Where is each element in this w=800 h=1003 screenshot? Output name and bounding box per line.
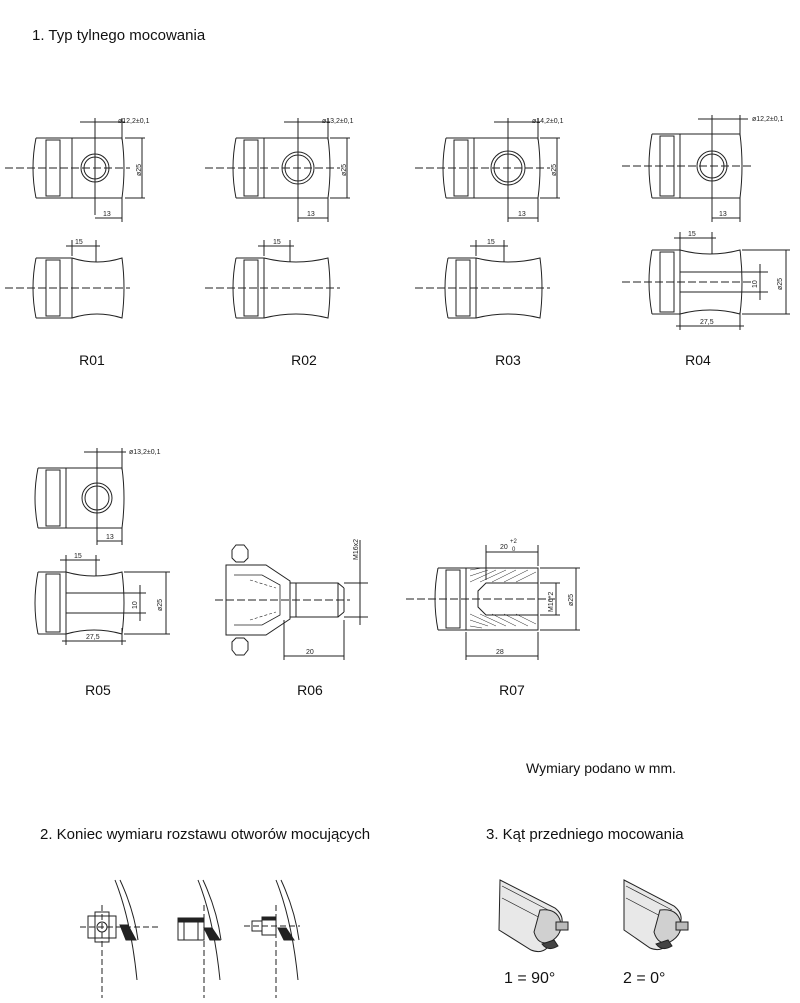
r01-top-view xyxy=(5,118,145,222)
r07-d-dim: ø25 xyxy=(568,594,575,606)
r01-label: R01 xyxy=(79,352,105,368)
r01-a-dim: 13 xyxy=(103,211,111,218)
r03-top-view xyxy=(415,118,560,222)
r03-b-dim: 15 xyxy=(487,239,495,246)
r03-d-dim: ø25 xyxy=(551,164,558,176)
r05-d-dim: ø25 xyxy=(157,599,164,611)
section3-heading: 3. Kąt przedniego mocowania xyxy=(486,826,684,843)
r04-len-dim: 27,5 xyxy=(700,319,714,326)
r05-label: R05 xyxy=(85,682,111,698)
r03-hole-dim: ø14,2±0,1 xyxy=(532,118,564,125)
r04-b-dim: 15 xyxy=(688,231,696,238)
r05-top-view xyxy=(34,448,126,545)
r02-hole-dim: ø13,2±0,1 xyxy=(322,118,354,125)
r05-side-view xyxy=(34,555,170,645)
r05-b-dim: 15 xyxy=(74,553,82,560)
r05-a-dim: 13 xyxy=(106,534,114,541)
section1-heading: 1. Typ tylnego mocowania xyxy=(32,27,206,44)
r01-b-dim: 15 xyxy=(75,239,83,246)
r07-depth-dim: 20 xyxy=(500,544,508,551)
r06-len-dim: 20 xyxy=(306,649,314,656)
r06-label: R06 xyxy=(297,682,323,698)
r02-a-dim: 13 xyxy=(307,211,315,218)
r03-label: R03 xyxy=(495,352,521,368)
r04-label: R04 xyxy=(685,352,711,368)
r04-hole-dim: ø12,2±0,1 xyxy=(752,116,784,123)
r05-len-dim: 27,5 xyxy=(86,634,100,641)
r04-a-dim: 13 xyxy=(719,211,727,218)
r07-depth-tol-lower: 0 xyxy=(512,547,516,553)
r04-top-view xyxy=(622,115,752,222)
section2-heading: 2. Koniec wymiaru rozstawu otworów mocuj… xyxy=(40,826,371,843)
r06-thread-dim: M16x2 xyxy=(353,539,360,560)
r02-side-view xyxy=(205,240,340,319)
r01-d-dim: ø25 xyxy=(136,164,143,176)
angle-label-1: 1 = 90° xyxy=(504,970,556,987)
r01-side-view xyxy=(5,240,130,319)
r01-hole-dim: ø12,2±0,1 xyxy=(118,118,150,125)
r04-side-view xyxy=(622,232,790,330)
r04-d-dim: ø25 xyxy=(777,278,784,290)
r05-hole-dim: ø13,2±0,1 xyxy=(129,449,161,456)
r03-side-view xyxy=(415,240,550,319)
r07-len-dim: 28 xyxy=(496,649,504,656)
r07-drawing xyxy=(406,545,580,660)
r02-label: R02 xyxy=(291,352,317,368)
r07-depth-tol-upper: +2 xyxy=(510,539,518,545)
r02-d-dim: ø25 xyxy=(341,164,348,176)
r02-b-dim: 15 xyxy=(273,239,281,246)
r02-top-view xyxy=(205,118,350,222)
angle-label-2: 2 = 0° xyxy=(623,970,666,987)
front-angle-illustrations xyxy=(498,879,689,953)
r06-drawing xyxy=(215,540,368,660)
r07-label: R07 xyxy=(499,682,525,698)
r03-a-dim: 13 xyxy=(518,211,526,218)
r05-slot-dim: 10 xyxy=(132,601,139,609)
units-note: Wymiary podano w mm. xyxy=(526,760,677,776)
r04-slot-dim: 10 xyxy=(752,280,759,288)
r07-thread-dim: M16*2 xyxy=(548,592,555,612)
hole-end-illustrations xyxy=(80,879,300,998)
